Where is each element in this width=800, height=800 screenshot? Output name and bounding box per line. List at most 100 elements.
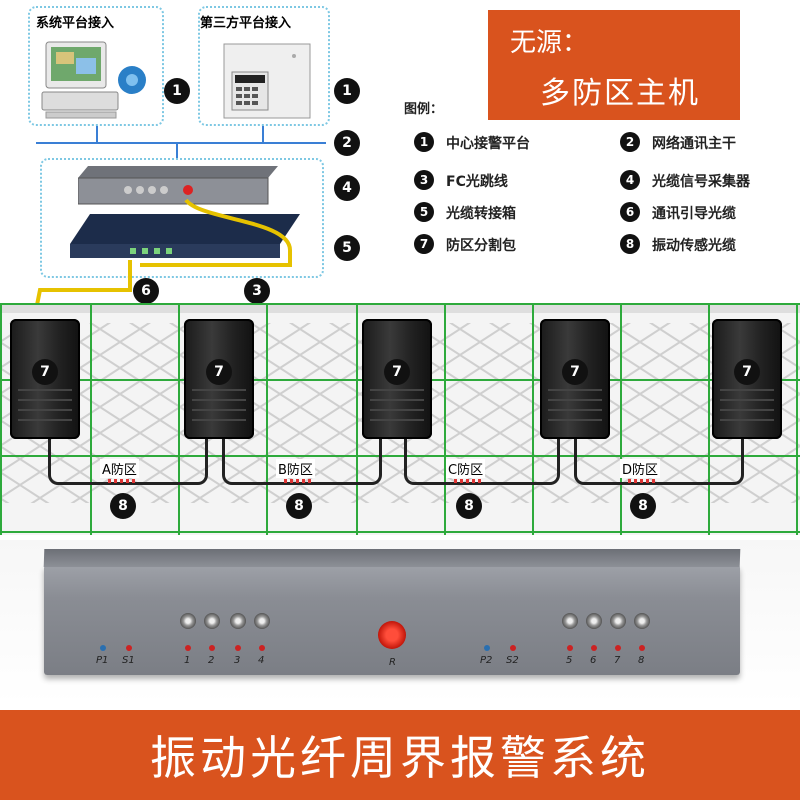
enclosure-rib xyxy=(192,409,246,411)
legend-label-3: FC光跳线 xyxy=(446,174,508,190)
zone-splitter-enclosure: 7 xyxy=(712,319,782,439)
zone-label: C防区 xyxy=(446,459,486,478)
legend-marker-5: 5 xyxy=(414,202,434,222)
port-label: 5 xyxy=(566,655,573,666)
enclosure-rib xyxy=(18,419,72,421)
enclosure-marker-7: 7 xyxy=(32,359,58,385)
port-label: 4 xyxy=(258,655,265,666)
enclosure-rib xyxy=(18,389,72,391)
fiber-jumper-cables xyxy=(33,198,292,310)
fiber-port xyxy=(586,613,602,629)
device-top-face xyxy=(43,549,741,567)
port-label: 7 xyxy=(614,655,621,666)
port-led xyxy=(591,645,597,651)
enclosure-marker-7: 7 xyxy=(206,359,232,385)
grid-line-v6 xyxy=(444,303,446,535)
sensor-cable-b xyxy=(222,433,382,485)
promo-line-2: 多防区主机 xyxy=(540,76,700,111)
legend-label-8: 振动传感光缆 xyxy=(652,238,736,254)
sensor-cable-d xyxy=(574,433,744,485)
zone-sensor-dots xyxy=(628,479,658,483)
grid-line-v5 xyxy=(356,303,358,535)
network-backbone-line xyxy=(36,142,326,144)
promo-banner: 无源： 多防区主机 xyxy=(488,10,740,120)
sensor-cable-a xyxy=(48,433,208,485)
fiber-port xyxy=(204,613,220,629)
label-p1: P1 xyxy=(96,655,109,666)
enclosure-rib xyxy=(720,409,774,411)
legend-label-1: 中心接警平台 xyxy=(446,136,530,152)
grid-line-v3 xyxy=(178,303,180,535)
enclosure-rib xyxy=(18,409,72,411)
zone-marker-8: 8 xyxy=(456,493,482,519)
port-label: 6 xyxy=(590,655,597,666)
grid-line-v8 xyxy=(620,303,622,535)
computer-icon xyxy=(40,40,150,120)
enclosure-rib xyxy=(192,389,246,391)
port-led xyxy=(235,645,241,651)
legend-label-7: 防区分割包 xyxy=(446,238,516,254)
grid-line-v7 xyxy=(532,303,534,535)
enclosure-marker-7: 7 xyxy=(562,359,588,385)
marker-6: 6 xyxy=(133,278,159,304)
grid-line-v4 xyxy=(266,303,268,535)
port-led xyxy=(259,645,265,651)
enclosure-rib xyxy=(720,419,774,421)
system-platform-box xyxy=(28,6,164,126)
port-label: 8 xyxy=(638,655,645,666)
zone-marker-8: 8 xyxy=(630,493,656,519)
port-led xyxy=(185,645,191,651)
port-label: 1 xyxy=(184,655,191,666)
enclosure-rib xyxy=(548,409,602,411)
enclosure-rib xyxy=(370,409,424,411)
fiber-port xyxy=(634,613,650,629)
zone-splitter-enclosure: 7 xyxy=(362,319,432,439)
port-led xyxy=(615,645,621,651)
label-p2: P2 xyxy=(480,655,493,666)
legend-label-2: 网络通讯主干 xyxy=(652,136,736,152)
port-led xyxy=(209,645,215,651)
port-label: 2 xyxy=(208,655,215,666)
backbone-drop-2 xyxy=(262,126,264,142)
led-p1 xyxy=(100,645,106,651)
third-party-label: 第三方平台接入 xyxy=(200,16,292,31)
led-p2 xyxy=(484,645,490,651)
equipment-box xyxy=(40,158,324,278)
reset-button[interactable] xyxy=(378,621,406,649)
marker-5: 5 xyxy=(334,235,360,261)
legend-marker-1: 1 xyxy=(414,132,434,152)
marker-3: 3 xyxy=(244,278,270,304)
enclosure-rib xyxy=(370,419,424,421)
enclosure-rib xyxy=(370,399,424,401)
marker-1-b: 1 xyxy=(334,78,360,104)
port-led xyxy=(567,645,573,651)
legend-marker-7: 7 xyxy=(414,234,434,254)
signal-collector-device xyxy=(77,166,278,206)
enclosure-marker-7: 7 xyxy=(734,359,760,385)
fiber-port xyxy=(254,613,270,629)
fiber-port xyxy=(180,613,196,629)
zone-marker-8: 8 xyxy=(110,493,136,519)
fiber-port xyxy=(230,613,246,629)
grid-line-h1 xyxy=(0,303,800,305)
enclosure-rib xyxy=(720,389,774,391)
enclosure-rib xyxy=(548,389,602,391)
zone-sensor-dots xyxy=(108,479,138,483)
sensor-cable-c xyxy=(404,433,560,485)
label-s1: S1 xyxy=(122,655,135,666)
zone-label: D防区 xyxy=(620,459,661,478)
legend-marker-6: 6 xyxy=(620,202,640,222)
grid-line-v10 xyxy=(796,303,798,535)
legend-label-6: 通讯引导光缆 xyxy=(652,206,736,222)
enclosure-rib xyxy=(548,419,602,421)
zone-label: A防区 xyxy=(100,459,139,478)
legend-label-5: 光缆转接箱 xyxy=(446,206,516,222)
alarm-panel-icon xyxy=(222,42,312,120)
zone-marker-8: 8 xyxy=(286,493,312,519)
legend-marker-3: 3 xyxy=(414,170,434,190)
label-s2: S2 xyxy=(506,655,519,666)
label-reset: R xyxy=(389,657,396,668)
fiber-port xyxy=(610,613,626,629)
enclosure-rib xyxy=(18,399,72,401)
